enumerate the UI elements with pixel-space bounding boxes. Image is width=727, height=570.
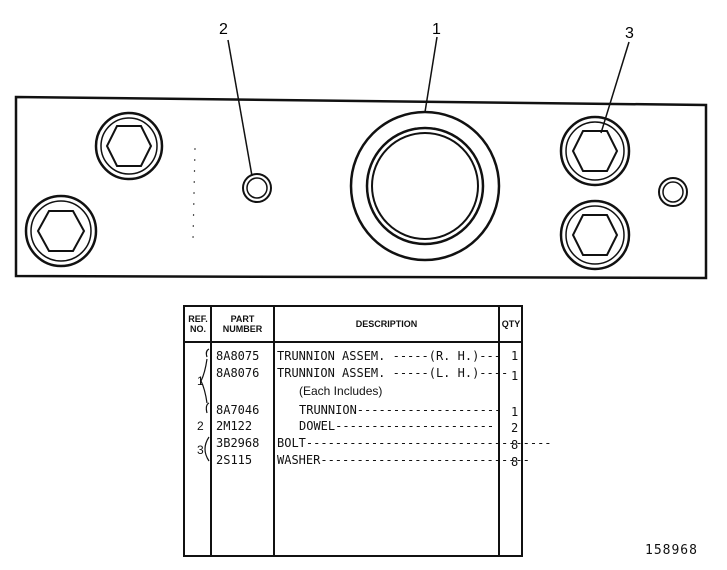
bolt-upper-left <box>94 111 164 181</box>
table-row: 2S115 <box>216 453 253 467</box>
dowel-left <box>242 173 272 203</box>
bolt-lower-left <box>24 194 98 268</box>
bolt-lower-right <box>559 199 631 271</box>
table-row-ref: 2 <box>197 419 204 433</box>
dowel-right <box>658 177 688 207</box>
table-row-qty: 8 <box>511 455 519 469</box>
table-row: 8A8075 <box>216 349 260 363</box>
header-ref-no: REF. NO. <box>188 314 208 334</box>
table-row-qty: 8 <box>511 438 519 452</box>
parts-list-table: REF. NO. PART NUMBER DESCRIPTION QTY 8A8… <box>183 305 552 557</box>
table-row-description: TRUNNION ASSEM. -----(L. H.)---- <box>277 366 509 380</box>
header-part-number: PART NUMBER <box>222 314 263 334</box>
table-row-description: TRUNNION-------------------- <box>299 403 502 417</box>
callout-1: 1 <box>432 21 441 38</box>
trunnion-boss <box>349 110 501 262</box>
table-row-description: (Each Includes) <box>299 384 383 398</box>
figure-number: 158968 <box>645 543 698 558</box>
callout-2: 2 <box>219 21 228 38</box>
table-row-ref: 3 <box>197 443 204 457</box>
table-row-description: DOWEL---------------------- <box>299 419 495 433</box>
table-row-description: TRUNNION ASSEM. -----(R. H.)--- <box>277 349 501 363</box>
bolt-upper-right <box>559 115 631 187</box>
header-qty: QTY <box>501 319 521 329</box>
table-row: 2M122 <box>216 419 253 433</box>
table-row-qty: 1 <box>511 369 519 383</box>
header-description: DESCRIPTION <box>355 319 418 329</box>
table-row: 3B2968 <box>216 436 260 450</box>
table-row-description: WASHER----------------------------- <box>277 453 530 467</box>
table-row-qty: 1 <box>511 349 519 363</box>
table-row: 8A8076 <box>216 366 260 380</box>
table-row-qty: 1 <box>511 405 519 419</box>
table-row-qty: 2 <box>511 421 519 435</box>
callout-3: 3 <box>625 25 634 42</box>
table-row: 8A7046 <box>216 403 260 417</box>
trunnion-plate <box>14 95 708 280</box>
ref-brace-marks <box>200 348 210 462</box>
table-row-description: BOLT---------------------------------- <box>277 436 552 450</box>
